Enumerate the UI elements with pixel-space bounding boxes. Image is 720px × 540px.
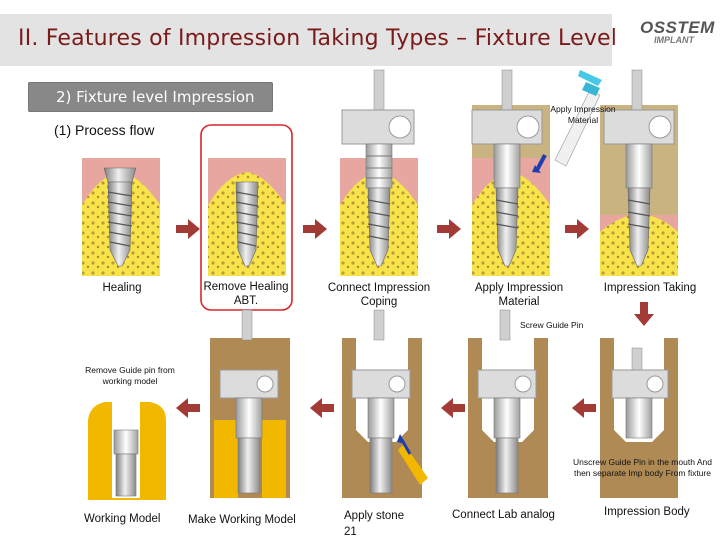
caption-healing: Healing — [102, 282, 142, 294]
arrow-left-4 — [176, 398, 200, 418]
note-apply-material: Apply Impression Material — [550, 104, 616, 125]
panel-working-model — [88, 402, 166, 500]
row2-arrows — [176, 398, 596, 418]
caption-remove-healing: Remove Healing ABT. — [203, 281, 289, 307]
row1-arrows — [176, 219, 654, 326]
panel-remove-healing — [208, 158, 286, 276]
caption-make-working-model: Make Working Model — [188, 514, 296, 526]
arrow-right-2 — [303, 219, 327, 239]
caption-lab-analog: Connect Lab analog — [452, 509, 555, 521]
arrow-left-2 — [441, 398, 465, 418]
arrow-down — [634, 302, 654, 326]
arrow-left-1 — [572, 398, 596, 418]
panel-connect-coping — [340, 69, 418, 276]
caption-connect-coping: Connect Impression Coping — [327, 282, 431, 308]
arrow-left-3 — [310, 398, 334, 418]
section-pill — [28, 82, 273, 112]
panel-healing — [82, 158, 160, 276]
panel-apply-stone — [342, 309, 428, 498]
osstem-logo: OSSTEM IMPLANT — [640, 18, 718, 68]
panel-impression-body — [600, 338, 678, 498]
caption-impression-taking: Impression Taking — [603, 282, 697, 294]
slide-title: II. Features of Impression Taking Types … — [18, 26, 618, 51]
panel-impression-taking — [600, 69, 678, 276]
caption-impression-body: Impression Body — [604, 506, 690, 518]
caption-apply-material: Apply Impression Material — [474, 282, 564, 308]
arrow-right-1 — [176, 219, 200, 239]
process-flow-title: (1) Process flow — [54, 122, 155, 138]
logo-subtext: IMPLANT — [654, 35, 694, 45]
arrow-right-4 — [565, 219, 589, 239]
logo-wordmark: OSSTEM — [640, 18, 715, 37]
panel-lab-analog — [468, 309, 548, 498]
title-band — [0, 14, 612, 66]
caption-apply-stone: Apply stone 21 — [344, 510, 405, 538]
panel-make-working-model — [210, 309, 290, 498]
panel-apply-material — [471, 69, 602, 276]
caption-working-model: Working Model — [84, 513, 161, 525]
arrow-right-3 — [437, 219, 461, 239]
note-unscrew: Unscrew Guide Pin in the mouth And then … — [573, 457, 712, 478]
note-screw-guide: Screw Guide Pin — [520, 320, 584, 330]
note-remove-guide: Remove Guide pin from working model — [85, 365, 175, 386]
section-label: 2) Fixture level Impression — [56, 88, 255, 106]
